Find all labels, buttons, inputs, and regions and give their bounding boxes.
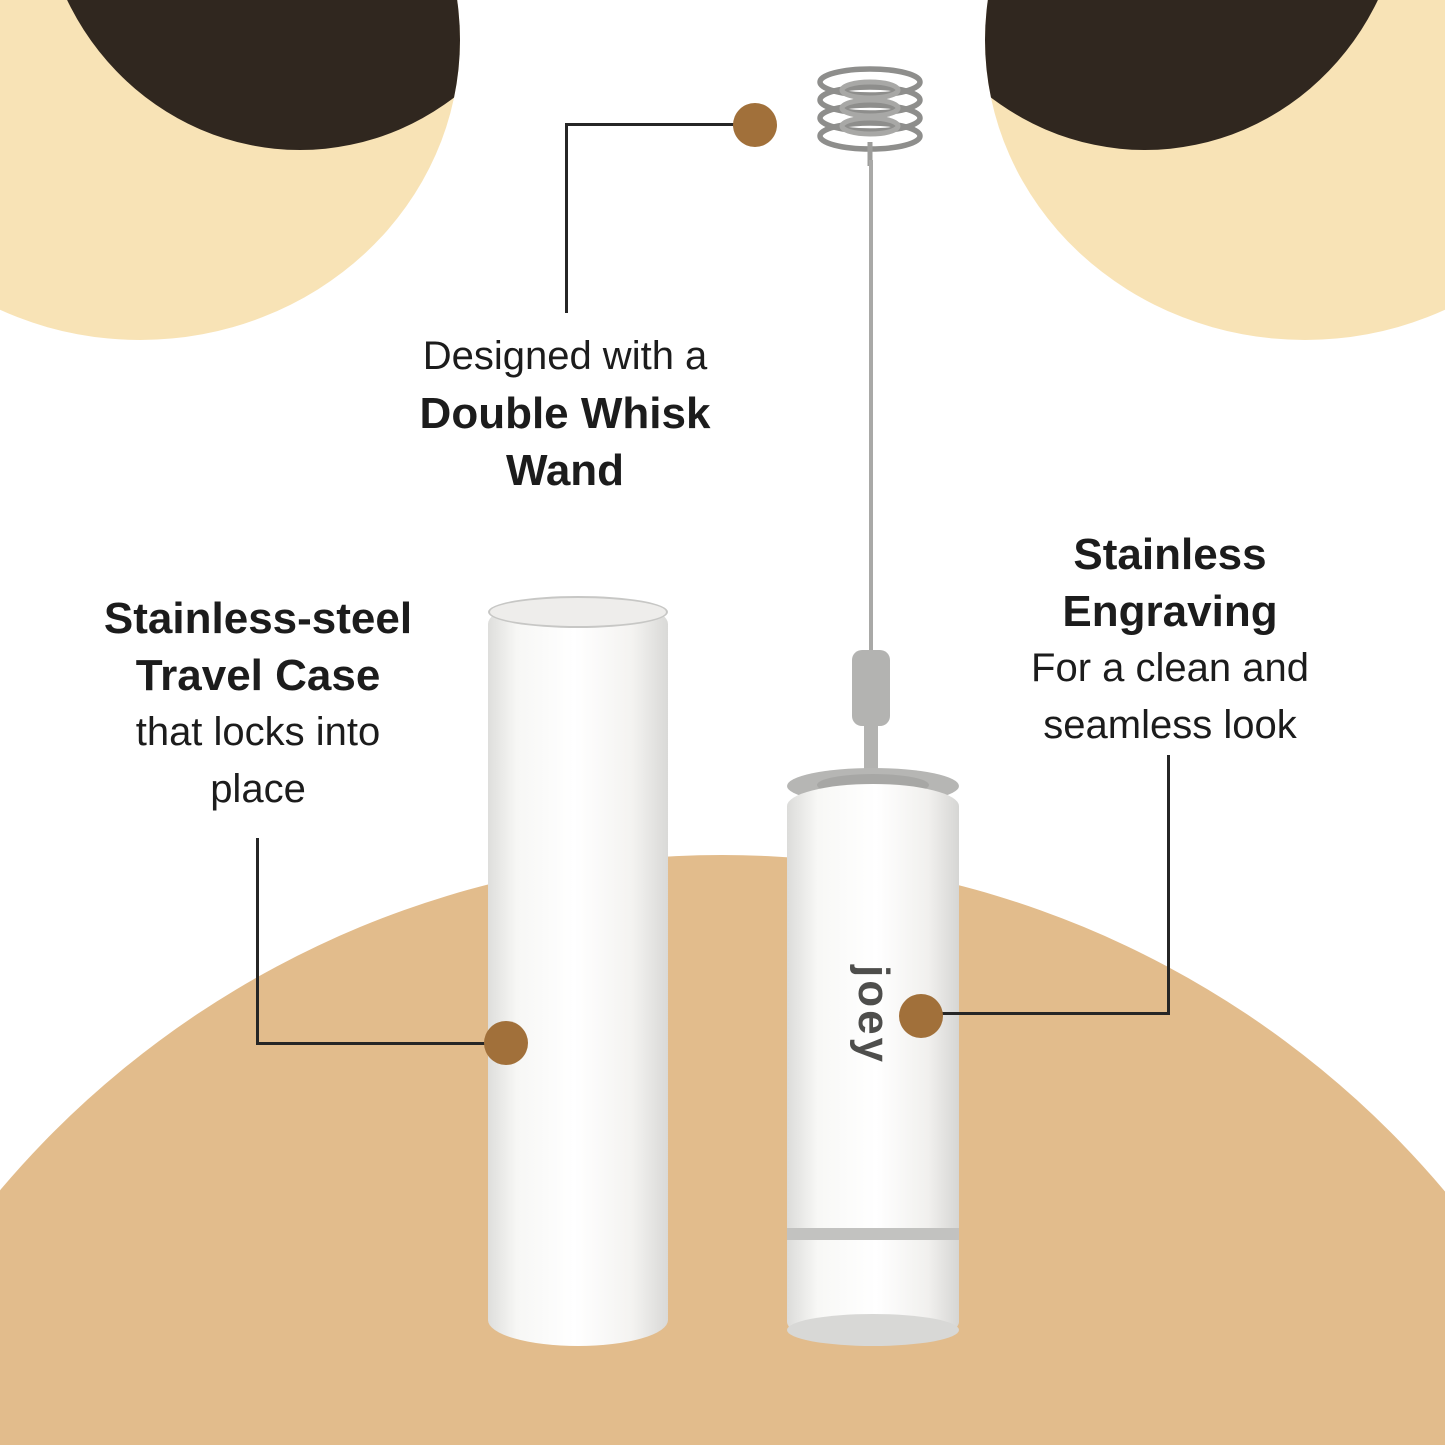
- callout-engraving-line3: For a clean and: [1031, 646, 1309, 690]
- travel-case-lid: [488, 596, 668, 628]
- callout-dot-case: [484, 1021, 528, 1065]
- callout-case: Stainless-steel Travel Case that locks i…: [58, 590, 458, 818]
- decor-corner-left-crescent: [40, 0, 460, 150]
- callout-whisk-line3: Wand: [505, 446, 625, 495]
- callout-whisk-line1: Designed with a: [422, 334, 708, 378]
- callout-whisk: Designed with a Double Whisk Wand: [330, 328, 800, 499]
- frother-base: [787, 1314, 959, 1346]
- callout-engraving-line4: seamless look: [1043, 703, 1297, 747]
- frother-ring: [787, 1228, 959, 1240]
- callout-case-line1: Stainless-steel: [103, 594, 413, 643]
- callout-line-case: [256, 838, 506, 1045]
- callout-engraving-line1: Stainless: [1073, 530, 1267, 579]
- frother-image: [787, 784, 959, 1344]
- frother-neck: [864, 720, 878, 782]
- callout-engraving-line2: Engraving: [1062, 587, 1278, 636]
- callout-dot-engraving: [899, 994, 943, 1038]
- travel-case-image: [488, 598, 668, 1346]
- callout-line-whisk: [565, 123, 755, 313]
- callout-line-engraving: [920, 755, 1170, 1015]
- callout-case-line4: place: [210, 767, 306, 811]
- whisk-head-icon: [817, 66, 923, 166]
- callout-dot-whisk: [733, 103, 777, 147]
- decor-corner-right: [985, 0, 1445, 340]
- decor-corner-left: [0, 0, 460, 340]
- whisk-shaft: [869, 160, 873, 664]
- callout-case-line2: Travel Case: [135, 651, 381, 700]
- callout-case-line3: that locks into: [135, 710, 381, 754]
- decor-dome: [0, 855, 1445, 1445]
- frother-collar: [852, 650, 890, 726]
- decor-corner-right-crescent: [985, 0, 1405, 150]
- brand-logo: joey: [849, 964, 898, 1066]
- callout-whisk-line2: Double Whisk: [419, 389, 711, 438]
- callout-engraving: Stainless Engraving For a clean and seam…: [970, 526, 1370, 754]
